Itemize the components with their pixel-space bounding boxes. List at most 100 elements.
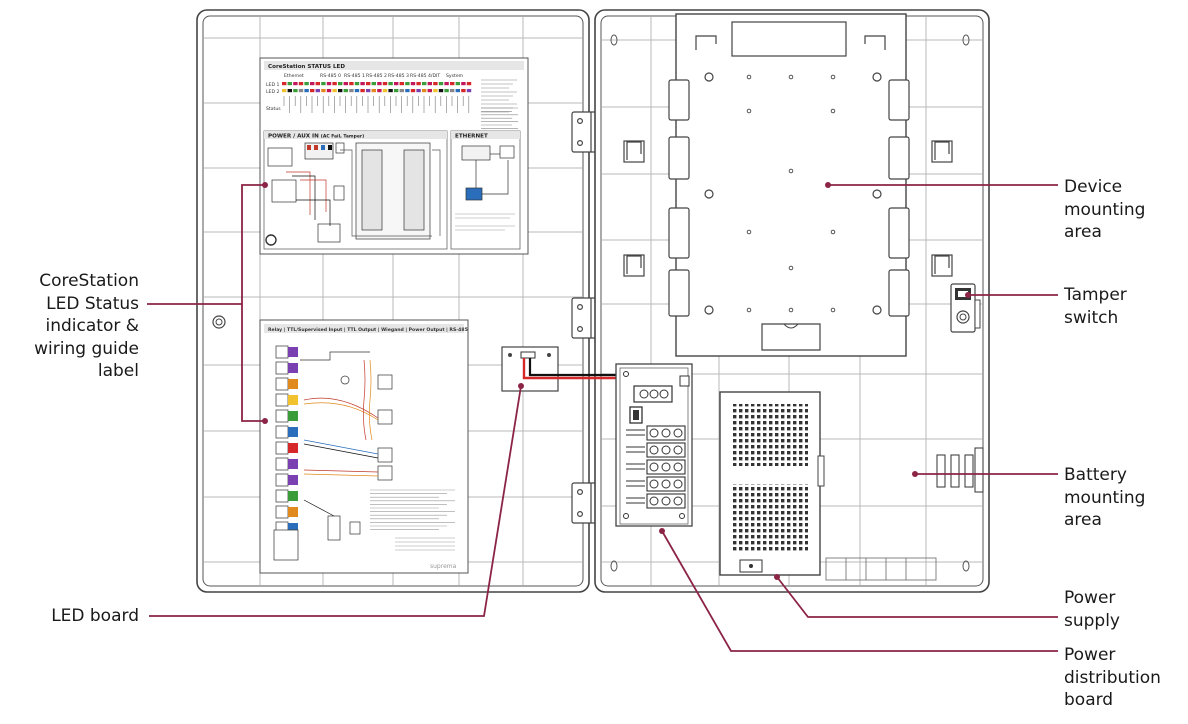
pdb-terminal-screw bbox=[649, 479, 659, 489]
label-power-supply-line: Power bbox=[1064, 588, 1116, 608]
led-color-swatch bbox=[455, 82, 460, 86]
pdb-terminal-screw bbox=[649, 445, 659, 455]
terminal-block bbox=[275, 361, 289, 375]
led-color-swatch bbox=[399, 82, 404, 86]
terminal-color bbox=[288, 507, 298, 517]
callout-dots bbox=[262, 182, 971, 580]
led-color-swatch bbox=[310, 82, 315, 86]
power-section-title: POWER / AUX IN (AC Fail, Tamper) bbox=[268, 134, 364, 140]
terminal-block bbox=[275, 409, 289, 423]
led-color-swatch bbox=[377, 82, 382, 86]
led-color-swatch bbox=[282, 82, 287, 86]
led-color-swatch bbox=[399, 89, 404, 93]
bottom-vent bbox=[825, 557, 937, 581]
led-color-swatch bbox=[394, 89, 399, 93]
terminal-color bbox=[288, 491, 298, 501]
led-color-swatch bbox=[388, 82, 393, 86]
door-screw bbox=[212, 315, 226, 329]
status-group-rs485-0: RS-485 0 bbox=[320, 73, 341, 79]
battery-area bbox=[936, 447, 984, 493]
label-power-distribution-board: Power distribution board bbox=[1064, 644, 1161, 712]
terminal-color bbox=[288, 411, 298, 421]
label-led-status: CoreStation LED Status indicator & wirin… bbox=[14, 270, 139, 383]
status-led-label-title: CoreStation STATUS LED bbox=[268, 64, 345, 70]
led-color-swatch bbox=[427, 82, 432, 86]
led-color-swatch bbox=[321, 89, 326, 93]
led-color-swatch bbox=[310, 89, 315, 93]
terminal-color bbox=[288, 459, 298, 469]
label-led-status-line: LED Status bbox=[46, 293, 139, 314]
label-device-line: area bbox=[1064, 222, 1102, 242]
pdb-terminal-screw bbox=[649, 496, 659, 506]
led-color-swatch bbox=[326, 89, 332, 93]
label-power-supply: Power supply bbox=[1064, 587, 1120, 632]
led-color-swatch bbox=[388, 89, 393, 93]
label-led-board: LED board bbox=[14, 605, 139, 628]
led-color-swatch bbox=[321, 82, 326, 86]
led-color-swatch bbox=[315, 82, 320, 86]
label-tamper-line: Tamper bbox=[1064, 285, 1127, 305]
led-color-swatch bbox=[360, 89, 365, 93]
led-color-swatch bbox=[354, 89, 360, 93]
led-color-swatch bbox=[298, 89, 304, 93]
led-color-swatch bbox=[287, 82, 292, 86]
terminal-block bbox=[275, 489, 289, 503]
label-battery-line: Battery bbox=[1064, 465, 1127, 485]
terminal-block bbox=[275, 377, 289, 391]
led-color-swatch bbox=[444, 82, 449, 86]
led-color-swatch bbox=[332, 89, 337, 93]
wiring-guide-label: Relay | TTL/Supervised Input | TTL Outpu… bbox=[259, 319, 469, 574]
label-battery-line: area bbox=[1064, 510, 1102, 530]
led-color-swatch bbox=[349, 89, 354, 93]
led-color-swatch bbox=[377, 89, 382, 93]
label-pdb-line: distribution bbox=[1064, 667, 1161, 688]
led-color-swatch bbox=[444, 89, 449, 93]
terminal-block bbox=[275, 457, 289, 471]
led-color-swatch bbox=[338, 89, 343, 93]
label-device-mounting-area: Device mounting area bbox=[1064, 176, 1145, 244]
terminal-block bbox=[273, 529, 299, 561]
terminal-block bbox=[275, 393, 289, 407]
led-color-swatch bbox=[304, 89, 309, 93]
led-color-swatch bbox=[382, 89, 388, 93]
status-group-rs485-4: RS-485 4/DIT bbox=[410, 73, 440, 79]
led-color-swatch bbox=[450, 82, 455, 86]
label-power-supply-line: supply bbox=[1064, 610, 1120, 631]
led-color-swatch bbox=[326, 82, 332, 86]
led-color-swatch bbox=[332, 82, 337, 86]
pdb-terminal-screw bbox=[673, 445, 683, 455]
status-group-rs485-3: RS-485 3 bbox=[388, 73, 409, 79]
status-group-ethernet: Ethernet bbox=[284, 73, 304, 79]
led-row-status: Status bbox=[266, 106, 281, 112]
terminal-color bbox=[288, 395, 298, 405]
led-color-swatch bbox=[293, 82, 298, 86]
side-clips bbox=[623, 140, 953, 277]
pdb-terminal-screw bbox=[661, 428, 671, 438]
status-group-headers: Ethernet RS-485 0 RS-485 1 RS-485 2 RS-4… bbox=[284, 73, 464, 79]
led-color-swatch bbox=[293, 89, 298, 93]
led-color-swatch bbox=[304, 82, 309, 86]
led-color-swatch bbox=[416, 82, 421, 86]
led-color-swatch bbox=[427, 89, 432, 93]
pdb-terminal-screw bbox=[649, 462, 659, 472]
label-pdb-line: board bbox=[1064, 690, 1114, 710]
status-group-rs485-1: RS-485 1 bbox=[344, 73, 365, 79]
pdb-terminal-screw bbox=[661, 496, 671, 506]
label-device-line: mounting bbox=[1064, 199, 1146, 220]
led-color-swatch bbox=[298, 82, 304, 86]
label-battery-mounting-area: Battery mounting area bbox=[1064, 464, 1145, 532]
label-led-status-line: wiring guide bbox=[34, 338, 139, 359]
led-color-swatch bbox=[354, 82, 360, 86]
ethernet-section-title: ETHERNET bbox=[455, 134, 488, 140]
led-color-swatch bbox=[371, 89, 376, 93]
led-color-swatch bbox=[315, 89, 320, 93]
terminal-color bbox=[288, 443, 298, 453]
led-color-swatch bbox=[410, 82, 416, 86]
pdb-terminal-screw bbox=[661, 462, 671, 472]
led-color-swatch bbox=[394, 82, 399, 86]
suprema-brand: suprema bbox=[430, 563, 457, 570]
pdb-terminal-screw bbox=[673, 479, 683, 489]
led-color-swatch bbox=[433, 89, 438, 93]
pdb-terminal-screw bbox=[673, 462, 683, 472]
